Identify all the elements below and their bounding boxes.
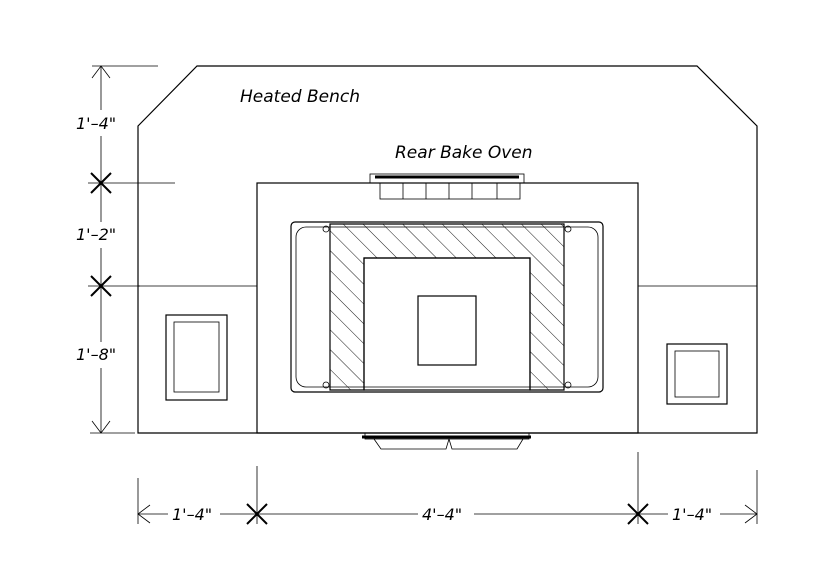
right-bench-vent-inner <box>674 350 720 398</box>
heated-bench-label: Heated Bench <box>240 87 360 107</box>
frame-bolt-tr <box>564 225 572 233</box>
heated-bench-outline <box>137 65 758 434</box>
right-bench-vent-outer <box>666 343 728 405</box>
dim-vertical-top: 1'–4" <box>76 114 116 133</box>
rear-bake-oven-label: Rear Bake Oven <box>395 143 533 163</box>
dim-vertical-bottom: 1'–8" <box>76 345 116 364</box>
firebox-mass <box>256 182 639 434</box>
dim-bg-bottom <box>70 342 128 368</box>
frame-bolt-br <box>564 381 572 389</box>
oven-flue-opening <box>417 295 477 366</box>
firebox-outer-frame <box>290 221 604 393</box>
dim-bg-middle <box>70 222 128 248</box>
rear-bake-oven-door <box>369 173 525 200</box>
firebox-front-door <box>362 432 531 450</box>
dim-horizontal-center: 4'–4" <box>422 505 462 524</box>
dim-horizontal-right: 1'–4" <box>672 505 712 524</box>
left-bench-vent-outer <box>165 314 228 401</box>
combustion-chamber <box>363 257 531 391</box>
dim-bg-top <box>70 110 128 136</box>
dim-bg-left <box>168 504 220 524</box>
dim-horizontal-left: 1'–4" <box>172 505 212 524</box>
dim-bg-right <box>668 504 720 524</box>
frame-bolt-tl <box>322 225 330 233</box>
dim-vertical-middle: 1'–2" <box>76 225 116 244</box>
frame-bolt-bl <box>322 381 330 389</box>
dim-bg-center <box>418 504 474 524</box>
left-bench-vent-inner <box>173 321 220 393</box>
